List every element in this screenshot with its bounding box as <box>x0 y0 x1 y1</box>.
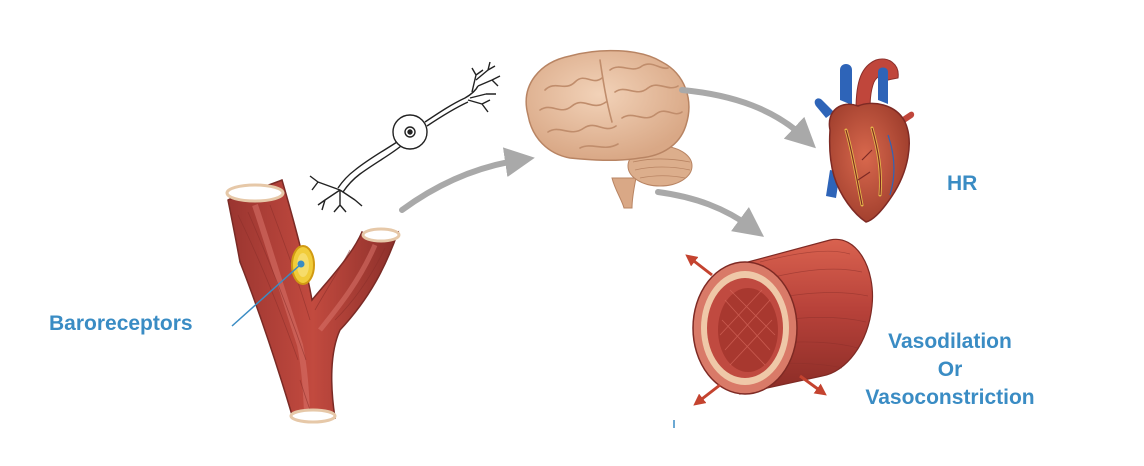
blood-vessel-tube-icon <box>692 238 874 395</box>
flow-arrows <box>399 87 816 237</box>
neuron-icon <box>309 61 501 213</box>
label-hr: HR <box>947 172 978 195</box>
label-baroreceptors: Baroreceptors <box>49 312 193 335</box>
arrow-vessel-to-brain <box>399 147 535 213</box>
baroreceptor-icon <box>291 245 315 285</box>
brain-icon <box>525 49 693 209</box>
label-vasoconstriction: Vasoconstriction <box>865 386 1035 409</box>
arrow-brain-to-heart <box>679 87 816 149</box>
heart-icon <box>814 58 915 223</box>
label-or: Or <box>937 358 963 381</box>
arrow-brain-to-vessel <box>655 189 765 237</box>
label-vasodilation: Vasodilation <box>888 330 1012 353</box>
label-vaso-group: Vasodilation Or Vasoconstriction <box>840 328 1060 412</box>
baroreceptor-pointer-line <box>231 264 301 327</box>
branching-blood-vessel-icon <box>225 178 401 424</box>
expansion-arrows <box>685 254 827 406</box>
